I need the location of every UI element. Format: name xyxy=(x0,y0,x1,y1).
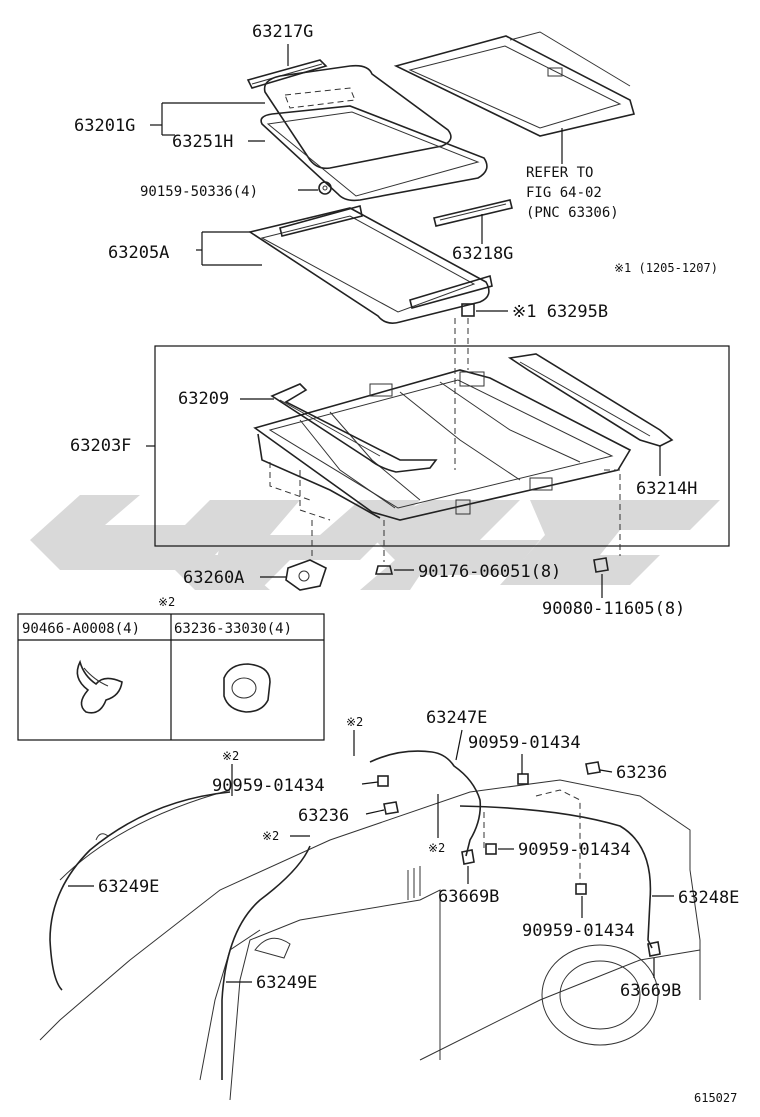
label-63214H: 63214H xyxy=(636,479,697,499)
weatherstrip-63251H xyxy=(260,105,488,202)
clip-90466-icon xyxy=(76,659,123,714)
sunshade-ref-part xyxy=(393,31,635,137)
label-63248E: 63248E xyxy=(678,888,739,908)
label-refer-pnc: (PNC 63306) xyxy=(526,205,619,221)
label-90959-d: 90959-01434 xyxy=(522,921,635,941)
label-63249E-lower: 63249E xyxy=(256,973,317,993)
clip-90959-c xyxy=(485,843,497,855)
drain-hose-63247E xyxy=(369,750,482,857)
label-90959-b: 90959-01434 xyxy=(468,733,581,753)
grommet-63236-icon xyxy=(223,663,271,713)
clip-90959-d xyxy=(575,883,587,895)
motor-63260A xyxy=(285,559,327,591)
table-header-90466: 90466-A0008(4) xyxy=(22,621,140,637)
label-63669B-a: 63669B xyxy=(438,887,499,907)
fastener-table xyxy=(17,613,325,741)
label-refer-fig: FIG 64-02 xyxy=(526,185,602,201)
clip-90959-a xyxy=(377,775,389,787)
label-63205A: 63205A xyxy=(108,243,169,263)
label-63217G: 63217G xyxy=(252,22,313,42)
label-63209: 63209 xyxy=(178,389,229,409)
strip-63218G xyxy=(433,199,513,227)
label-90080: 90080-11605(8) xyxy=(542,599,685,619)
table-header-63236: 63236-33030(4) xyxy=(174,621,292,637)
label-63295B: ※1 63295B xyxy=(512,302,608,322)
screw-90159 xyxy=(318,181,332,195)
label-63251H: 63251H xyxy=(172,132,233,152)
rail-63214H xyxy=(507,353,674,447)
drain-hose-63248E xyxy=(459,805,653,949)
note-mark-2-c: ※2 xyxy=(346,715,363,729)
grommet-63236-a xyxy=(383,801,399,815)
label-90159: 90159-50336(4) xyxy=(140,184,258,200)
label-90959-c: 90959-01434 xyxy=(518,840,631,860)
label-63236-b: 63236 xyxy=(616,763,667,783)
label-63260A: 63260A xyxy=(183,568,244,588)
label-63201G: 63201G xyxy=(74,116,135,136)
label-refer-to: REFER TO xyxy=(526,165,593,181)
grommet-63236-b xyxy=(585,761,601,775)
label-90959-a: 90959-01434 xyxy=(212,776,325,796)
note-mark-2-d: ※2 xyxy=(428,841,445,855)
frame-63205A xyxy=(248,205,493,324)
label-90176: 90176-06051(8) xyxy=(418,562,561,582)
watermark-logo xyxy=(30,495,720,590)
block-63295B xyxy=(461,303,475,317)
label-63247E: 63247E xyxy=(426,708,487,728)
label-63203F: 63203F xyxy=(70,436,131,456)
vehicle-outline xyxy=(39,779,701,1101)
note-mark-2-a: ※2 xyxy=(222,749,239,763)
sunshade-63209 xyxy=(270,383,438,473)
drain-hose-63249E-upper xyxy=(49,791,231,991)
screw-90080 xyxy=(593,557,609,573)
label-63218G: 63218G xyxy=(452,244,513,264)
housing-frame-63203F xyxy=(253,369,632,521)
deflector-63217G xyxy=(246,59,328,89)
valve-63669B-a xyxy=(461,849,475,865)
bolt-90176 xyxy=(374,565,394,575)
label-63249E-upper: 63249E xyxy=(98,877,159,897)
note-1205-1207: ※1 (1205-1207) xyxy=(614,261,718,275)
figure-number: 615027 xyxy=(694,1091,737,1105)
note-mark-2-b: ※2 xyxy=(262,829,279,843)
clip-90959-b xyxy=(517,773,529,785)
label-63236-a: 63236 xyxy=(298,806,349,826)
drain-hose-63249E-lower xyxy=(221,845,311,1080)
valve-63669B-b xyxy=(647,941,661,957)
label-63669B-b: 63669B xyxy=(620,981,681,1001)
table-note-mark: ※2 xyxy=(158,595,175,609)
